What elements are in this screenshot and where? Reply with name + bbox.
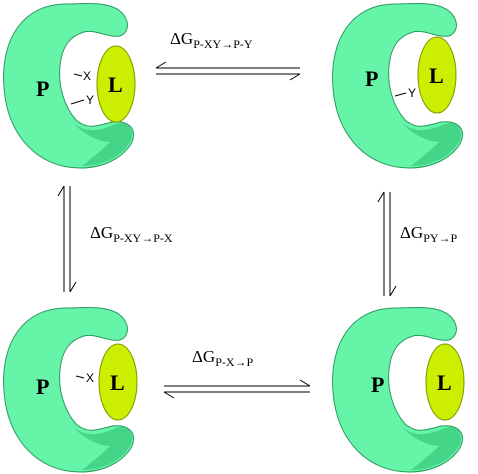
complex-top-left: P L X Y — [3, 3, 136, 169]
ligand-ellipse — [417, 36, 457, 114]
protein-label: P — [36, 374, 49, 399]
delta-g-label: ΔGP-XY→P-Y — [170, 29, 253, 51]
delta-g-symbol: ΔG — [170, 29, 193, 48]
protein-label: P — [371, 372, 384, 397]
protein-label: P — [365, 66, 378, 91]
equilibrium-arrows — [155, 61, 301, 81]
equilibrium-top: ΔGP-XY→P-Y — [155, 29, 301, 81]
equilibrium-arrows — [163, 379, 311, 399]
contact-label: Y — [408, 86, 416, 100]
delta-g-label: ΔGPY→P — [400, 223, 458, 245]
equilibrium-right: ΔGPY→P — [377, 191, 458, 297]
delta-g-symbol: ΔG — [400, 223, 423, 242]
ligand-label: L — [429, 63, 444, 88]
delta-g-label: ΔGP-X→P — [192, 347, 254, 369]
equilibrium-bottom: ΔGP-X→P — [163, 347, 311, 399]
delta-g-subscript: P-XY→P-Y — [193, 37, 253, 51]
delta-g-subscript: P-X→P — [215, 355, 253, 369]
ligand-label: L — [108, 72, 123, 97]
contact-bond — [73, 73, 83, 77]
delta-g-symbol: ΔG — [90, 223, 113, 242]
delta-g-label: ΔGP-XY→P-X — [90, 223, 173, 245]
delta-g-subscript: P-XY→P-X — [113, 231, 173, 245]
delta-g-symbol: ΔG — [192, 347, 215, 366]
ligand-ellipse — [96, 45, 136, 123]
contact-bond — [75, 375, 85, 379]
contact-label: Y — [86, 93, 94, 107]
delta-g-subscript: PY→P — [423, 231, 457, 245]
ligand-label: L — [110, 370, 125, 395]
equilibrium-left: ΔGP-XY→P-X — [57, 185, 173, 293]
ligand-ellipse — [425, 343, 465, 421]
ligand-ellipse — [98, 343, 138, 421]
ligand-label: L — [437, 370, 452, 395]
contact-bond — [70, 99, 85, 105]
complex-bottom-right: P L — [332, 307, 465, 473]
protein-label: P — [36, 76, 49, 101]
complex-bottom-left: P L X — [3, 307, 138, 473]
equilibrium-arrows — [377, 191, 397, 297]
contact-bond — [394, 92, 407, 97]
complex-top-right: P L Y — [332, 3, 464, 169]
equilibrium-arrows — [57, 185, 77, 293]
contact-label: X — [83, 69, 91, 83]
contact-label: X — [86, 371, 94, 385]
